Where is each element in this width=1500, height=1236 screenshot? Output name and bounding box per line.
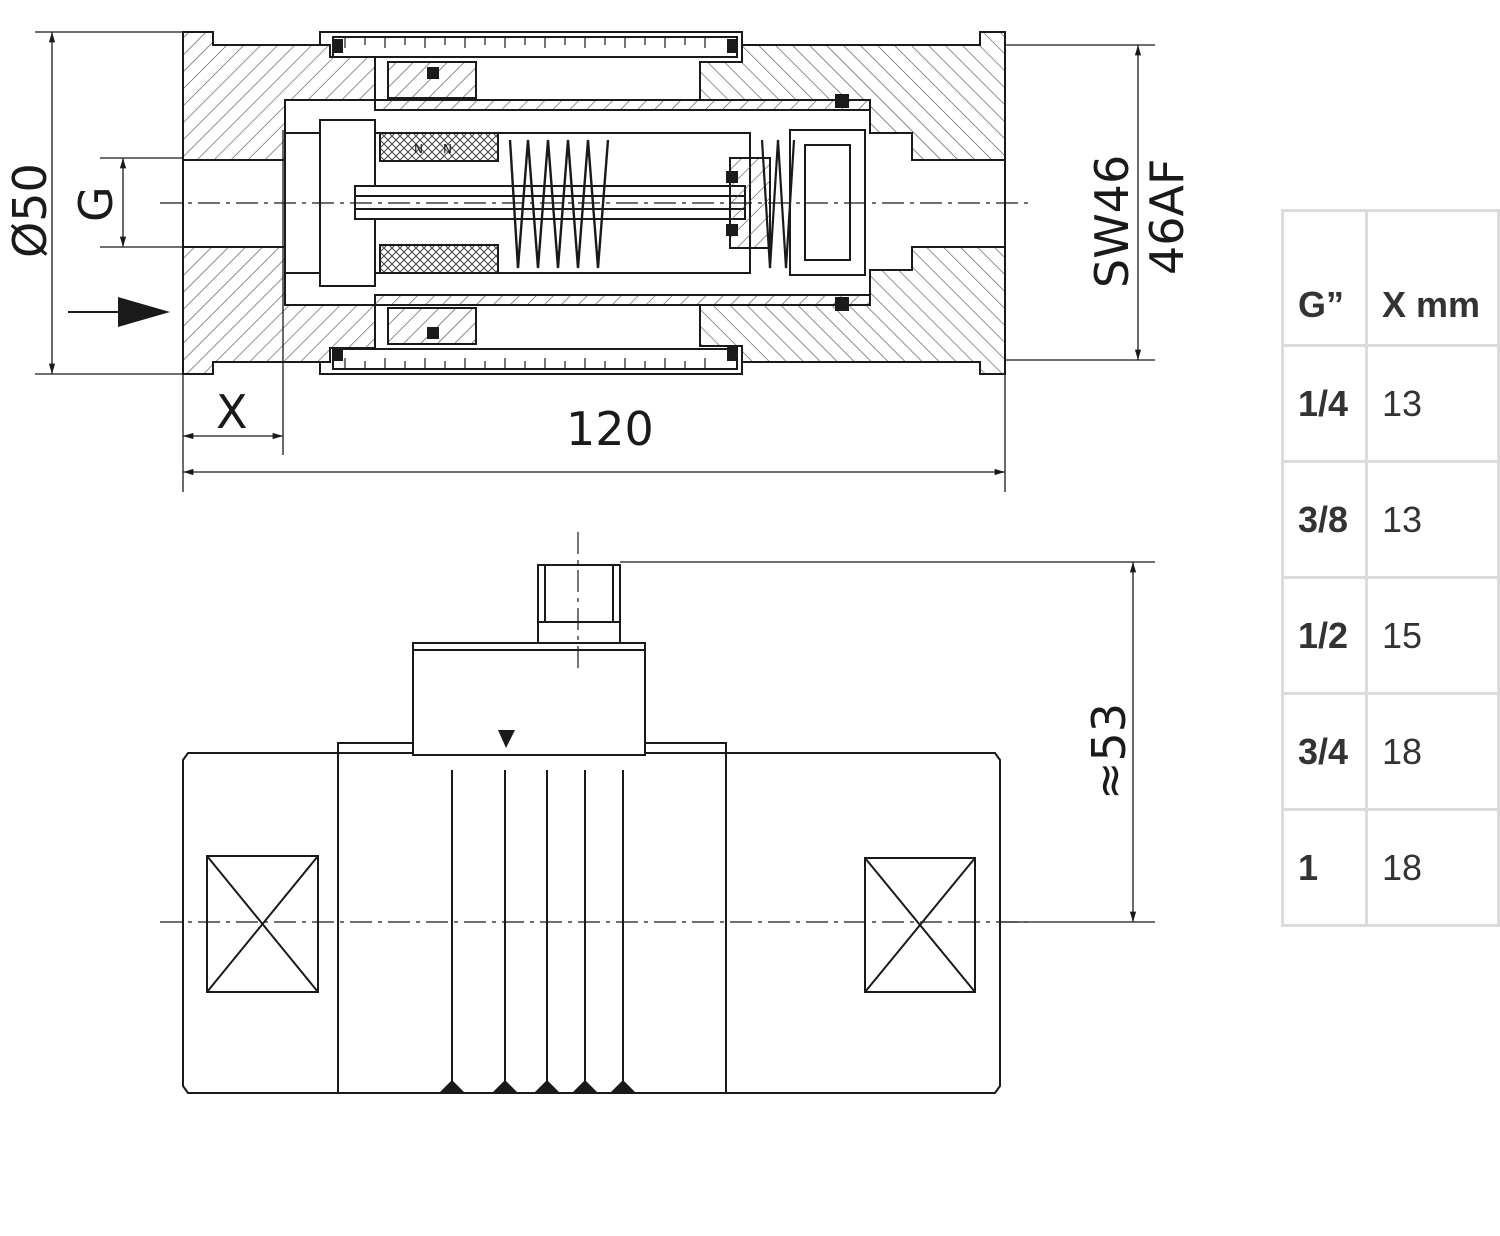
inner-tube-top	[374, 99, 871, 111]
dim-thread-text: G	[69, 186, 123, 222]
header-g: G”	[1281, 209, 1368, 347]
table-row: 3/4 18	[1281, 692, 1500, 811]
magnet-bottom	[379, 244, 499, 274]
side-view	[160, 532, 1030, 1094]
inner-tube-bottom	[374, 294, 871, 306]
switch-box	[412, 642, 646, 756]
body-side	[182, 752, 1001, 1094]
scale-sleeve-bottom	[332, 348, 738, 370]
table-row: 1/4 13	[1281, 344, 1500, 463]
magnet-label-1: N	[414, 142, 423, 156]
dim-wrench-sw-text: SW46	[1085, 155, 1139, 288]
left-end-hatch-lower	[182, 246, 376, 375]
wrench-flat-left	[206, 855, 319, 993]
magnet-top	[379, 132, 499, 162]
dim-wrench-lines	[1005, 44, 1155, 361]
table-header-row: G” X mm	[1281, 209, 1500, 347]
scale-housing	[337, 742, 727, 1094]
right-end-hatch	[699, 31, 1006, 161]
dim-height-text: ≈53	[1082, 703, 1136, 800]
cell-g: 1	[1281, 808, 1368, 927]
cell-g: 1/4	[1281, 344, 1368, 463]
cell-x: 18	[1365, 808, 1500, 927]
header-x: X mm	[1365, 209, 1500, 347]
spring-right	[760, 139, 796, 269]
flow-arrow	[68, 297, 170, 327]
table-row: 1/2 15	[1281, 576, 1500, 695]
cell-g: 1/2	[1281, 576, 1368, 695]
dim-diameter-text: Ø50	[3, 163, 57, 258]
dim-length-text: 120	[566, 402, 654, 456]
dim-offset-text: X	[216, 385, 248, 439]
table-row: 1 18	[1281, 808, 1500, 927]
cell-x: 13	[1365, 344, 1500, 463]
section-view	[160, 31, 1030, 375]
dim-height-lines	[620, 561, 1155, 923]
scale-ticks	[344, 37, 706, 369]
cell-g: 3/4	[1281, 692, 1368, 811]
cell-x: 18	[1365, 692, 1500, 811]
dim-diameter-lines	[35, 31, 183, 375]
magnet-label-2: N	[443, 142, 452, 156]
dim-wrench-af-text: 46AF	[1140, 159, 1194, 275]
spring	[508, 139, 610, 269]
dim-thread-lines	[100, 157, 183, 248]
cell-g: 3/8	[1281, 460, 1368, 579]
wrench-flat-right	[864, 857, 976, 993]
scale-sleeve-top	[332, 36, 738, 58]
cell-x: 13	[1365, 460, 1500, 579]
dimension-table: G” X mm 1/4 13 3/8 13 1/2 15 3/4 18 1 18	[1281, 209, 1500, 927]
dim-length-lines	[183, 374, 1006, 492]
cell-x: 15	[1365, 576, 1500, 695]
table-row: 3/8 13	[1281, 460, 1500, 579]
connector	[537, 564, 621, 644]
scale-markers	[440, 730, 635, 1092]
